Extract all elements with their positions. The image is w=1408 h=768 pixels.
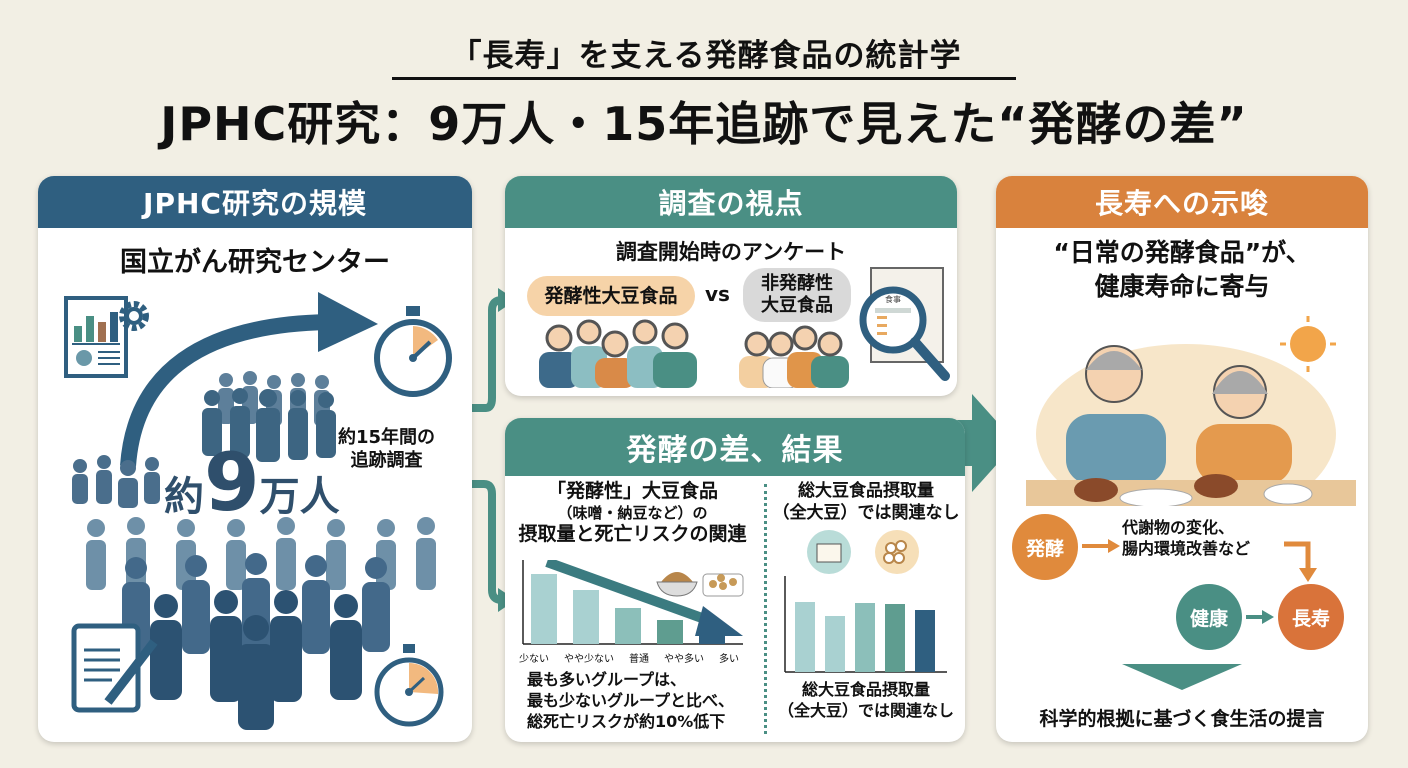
non-fermented-group-pill: 非発酵性大豆食品 [743, 268, 851, 322]
stopwatch-icon [374, 306, 452, 397]
bar [825, 616, 845, 672]
bar [855, 603, 875, 672]
bar [885, 604, 905, 672]
tracking-duration: 約15年間の 追跡調査 [338, 427, 436, 472]
tofu-icon [807, 530, 851, 574]
bar [699, 636, 725, 644]
elderly-couple-eating-icon [1026, 316, 1356, 506]
conclusion-text: 科学的根拠に基づく食生活の提言 [1039, 708, 1325, 730]
gear-icon [119, 301, 149, 331]
panel-study-scale: JPHC研究の規模 国立がん研究センター [38, 176, 472, 742]
total-soy-title: 総大豆食品摂取量 （全大豆）では関連なし [772, 481, 960, 524]
bar [795, 602, 815, 672]
participant-count: 約9万人 [164, 436, 340, 529]
node-health: 健康 [1176, 584, 1242, 650]
arrow-to-viewpoint-icon [472, 296, 503, 412]
soybeans-icon [875, 530, 919, 574]
bar [915, 610, 935, 672]
fermented-chart-title: 「発酵性」大豆食品 （味噌・納豆など）の 摂取量と死亡リスクの関連 [518, 480, 747, 545]
subtitle: 「長寿」を支える発酵食品の統計学 [450, 38, 962, 74]
main-title: JPHC研究：9万人・15年追跡で見えた“発酵の差” [160, 97, 1248, 151]
arrow-right-icon [1082, 539, 1120, 553]
bar [531, 574, 557, 644]
category-labels: 少ない やや少ない 普通 やや多い 多い [519, 654, 739, 665]
magnifier-form-icon: 食事 [859, 267, 950, 381]
implication-quote: “日常の発酵食品”が、 健康寿命に寄与 [1053, 238, 1311, 301]
arrow-to-results-icon [472, 480, 503, 604]
panel-heading: 長寿への示唆 [996, 176, 1368, 228]
vs-label: vs [705, 282, 730, 306]
mechanism-text: 代謝物の変化、 腸内環境改善など [1122, 518, 1251, 558]
panel-heading: 調査の視点 [505, 176, 957, 228]
people-group-non-icon [739, 325, 849, 388]
sun-icon [1280, 316, 1336, 372]
bar [573, 590, 599, 644]
natto-pack-icon [702, 573, 744, 597]
bar [657, 620, 683, 644]
node-fermentation: 発酵 [1012, 514, 1078, 580]
arrow-down-bend-icon [1284, 541, 1317, 582]
panel-results: 発酵の差、結果 「発酵性」大豆食品 （味噌・納豆など）の 摂取量と死亡リスクの関… [505, 418, 965, 742]
report-chart-icon [64, 296, 149, 378]
node-longevity: 長寿 [1278, 584, 1344, 650]
total-soy-bar-chart [784, 530, 947, 673]
stopwatch-small-icon [374, 644, 444, 727]
crowd-small-icon [72, 371, 336, 508]
people-group-icon [539, 319, 697, 388]
panel-implication: 長寿への示唆 “日常の発酵食品”が、 健康寿命に寄与 発酵 代謝物の変化、 腸内… [996, 176, 1368, 742]
bar [615, 608, 641, 644]
fermented-bar-chart [522, 560, 744, 645]
svg-text:食事: 食事 [885, 294, 901, 304]
organization-name: 国立がん研究センター [120, 247, 390, 278]
total-soy-note: 総大豆食品摂取量 （全大豆）では関連なし [777, 680, 954, 720]
fermented-group-pill: 発酵性大豆食品 [527, 276, 695, 316]
fermented-result-note: 最も多いグループは、 最も少ないグループと比べ、 総死亡リスクが約10%低下 [527, 670, 735, 731]
survey-subheading: 調査開始時のアンケート [615, 240, 847, 264]
panel-heading: 発酵の差、結果 [505, 418, 965, 476]
miso-bowl-icon [656, 572, 698, 597]
subtitle-underline [392, 77, 1016, 80]
arrow-right-icon [1246, 610, 1274, 624]
down-trend-arrow-icon [545, 560, 743, 636]
panel-heading: JPHC研究の規模 [38, 176, 472, 228]
notepad-pencil-icon [71, 623, 158, 713]
panel-viewpoint: 調査の視点 調査開始時のアンケート 発酵性大豆食品 vs 非発酵性大豆食品 食事 [505, 176, 957, 396]
dotted-divider [764, 484, 767, 734]
curved-arrow-icon [120, 292, 378, 467]
down-triangle-icon [1122, 664, 1242, 690]
